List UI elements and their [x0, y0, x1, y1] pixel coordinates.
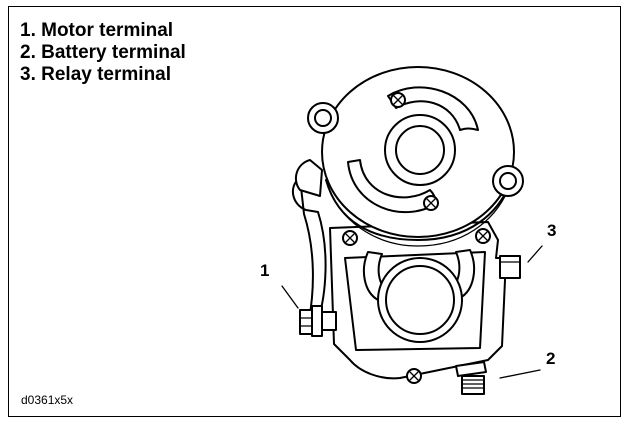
legend: 1. Motor terminal 2. Battery terminal 3.…	[20, 20, 186, 86]
leader-line-motor	[281, 285, 299, 309]
legend-item-relay-terminal: 3. Relay terminal	[20, 64, 172, 85]
figure-id: d0361x5x	[21, 393, 74, 407]
legend-item-motor-terminal: 1. Motor terminal	[20, 20, 174, 41]
leader-line-relay	[527, 245, 543, 263]
leader-line-battery	[499, 369, 541, 379]
callout-motor-terminal: 1	[260, 261, 269, 280]
callout-relay-terminal: 3	[547, 221, 556, 240]
starter-motor	[291, 66, 524, 395]
callout-battery-terminal: 2	[546, 349, 555, 368]
legend-item-battery-terminal: 2. Battery terminal	[20, 42, 186, 63]
